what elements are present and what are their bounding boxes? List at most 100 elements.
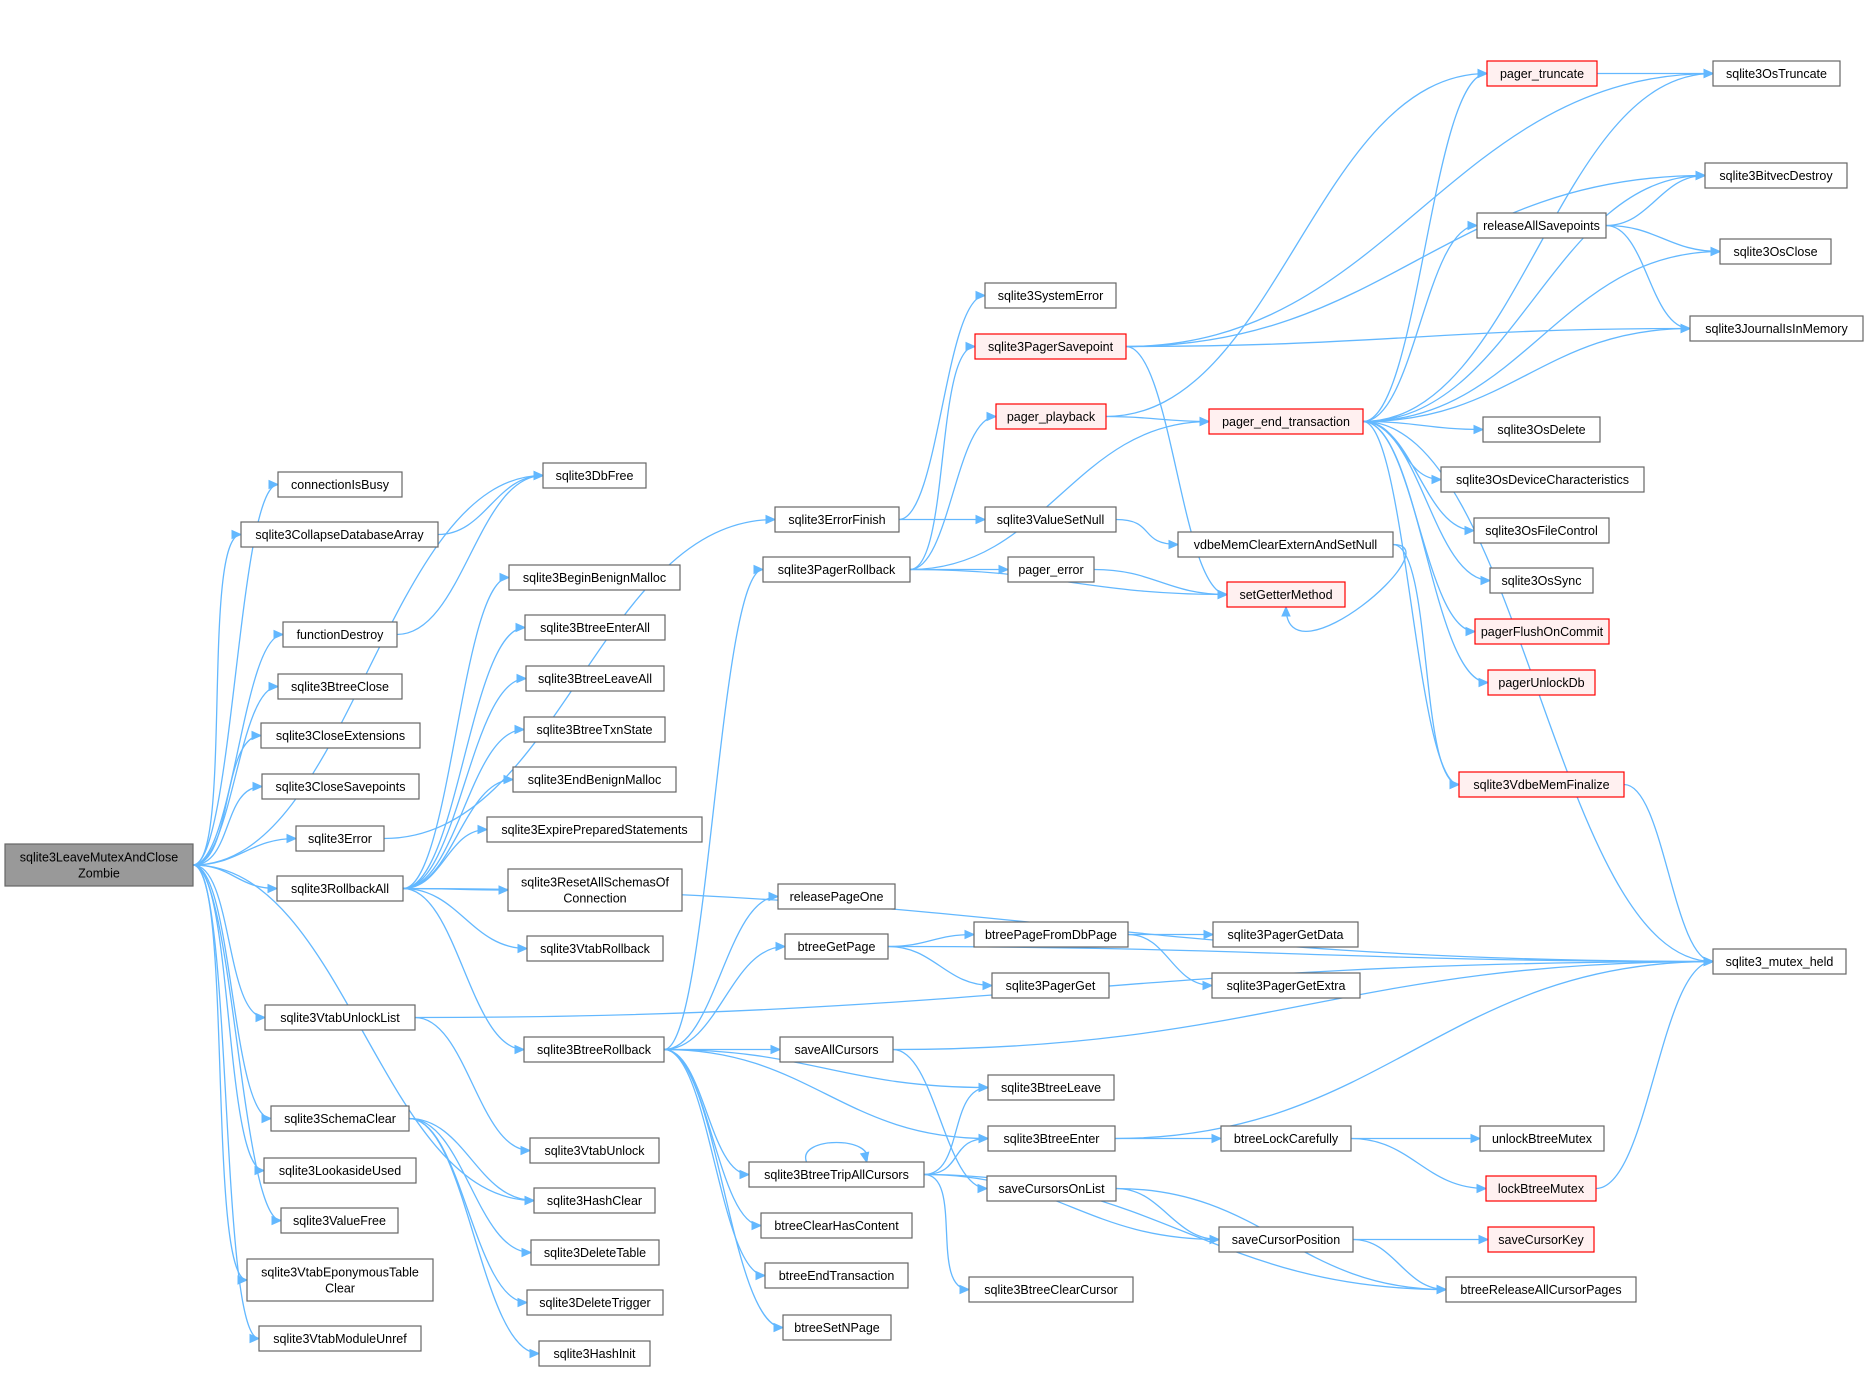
node-btree-release-all-cursor-pages[interactable]: btreeReleaseAllCursorPages [1445, 1276, 1637, 1303]
node-sqlite3-schema-clear[interactable]: sqlite3SchemaClear [270, 1105, 410, 1132]
node-btree-end-transaction[interactable]: btreeEndTransaction [764, 1262, 909, 1289]
node-sqlite3-close-extensions[interactable]: sqlite3CloseExtensions [260, 722, 421, 749]
node-btree-clear-has-content[interactable]: btreeClearHasContent [760, 1212, 913, 1239]
node-release-all-savepoints[interactable]: releaseAllSavepoints [1476, 212, 1607, 239]
node-sqlite3-error[interactable]: sqlite3Error [295, 825, 385, 852]
call-edge-root-to-sqlite3-lookaside-used [192, 864, 266, 1176]
node-sqlite3-collapse-database-array[interactable]: sqlite3CollapseDatabaseArray [240, 521, 439, 548]
node-sqlite3-error-finish[interactable]: sqlite3ErrorFinish [774, 506, 900, 533]
node-sqlite3-hash-init[interactable]: sqlite3HashInit [538, 1340, 651, 1367]
node-label: saveCursorPosition [1232, 1233, 1340, 1247]
node-sqlite3-db-free[interactable]: sqlite3DbFree [542, 462, 647, 489]
node-sqlite3-end-benign-malloc[interactable]: sqlite3EndBenignMalloc [512, 766, 677, 793]
node-sqlite3-btree-enter-all[interactable]: sqlite3BtreeEnterAll [524, 614, 666, 641]
node-lock-btree-mutex[interactable]: lockBtreeMutex [1485, 1175, 1597, 1202]
node-vdbe-mem-clear-extern-and-set-null[interactable]: vdbeMemClearExternAndSetNull [1177, 531, 1394, 558]
node-sqlite3-pager-get[interactable]: sqlite3PagerGet [991, 972, 1110, 999]
node-sqlite3-vtab-module-unref[interactable]: sqlite3VtabModuleUnref [258, 1325, 422, 1352]
node-sqlite3-btree-leave-all[interactable]: sqlite3BtreeLeaveAll [525, 665, 665, 692]
node-label: sqlite3SystemError [998, 289, 1104, 303]
node-sqlite3-value-free[interactable]: sqlite3ValueFree [280, 1207, 399, 1234]
call-edge-sqlite3-rollback-all-to-sqlite3-vtab-rollback [402, 887, 529, 954]
call-edge-release-all-savepoints-to-sqlite3-journal-is-in-memory [1605, 224, 1692, 334]
node-sqlite3-os-device-characteristics[interactable]: sqlite3OsDeviceCharacteristics [1440, 466, 1645, 493]
node-function-destroy[interactable]: functionDestroy [282, 621, 398, 648]
node-sqlite3-delete-table[interactable]: sqlite3DeleteTable [530, 1239, 660, 1266]
call-edge-sqlite3-schema-clear-to-sqlite3-hash-init [408, 1117, 541, 1359]
node-pager-unlock-db[interactable]: pagerUnlockDb [1487, 669, 1596, 696]
node-sqlite3-vtab-unlock-list[interactable]: sqlite3VtabUnlockList [264, 1004, 416, 1031]
node-label: sqlite3BtreeTripAllCursors [764, 1168, 909, 1182]
node-label: btreeEndTransaction [779, 1269, 895, 1283]
node-sqlite3-pager-get-data[interactable]: sqlite3PagerGetData [1212, 921, 1359, 948]
node-sqlite3-journal-is-in-memory[interactable]: sqlite3JournalIsInMemory [1689, 315, 1864, 342]
node-pager-playback[interactable]: pager_playback [995, 403, 1107, 430]
node-sqlite3-os-delete[interactable]: sqlite3OsDelete [1482, 416, 1601, 443]
node-pager-end-transaction[interactable]: pager_end_transaction [1208, 408, 1364, 435]
node-unlock-btree-mutex[interactable]: unlockBtreeMutex [1479, 1125, 1605, 1152]
node-save-cursors-on-list[interactable]: saveCursorsOnList [986, 1175, 1117, 1202]
node-connection-is-busy[interactable]: connectionIsBusy [277, 471, 403, 498]
node-sqlite3-pager-get-extra[interactable]: sqlite3PagerGetExtra [1211, 972, 1361, 999]
node-sqlite3-system-error[interactable]: sqlite3SystemError [984, 282, 1117, 309]
arrowhead-icon [286, 833, 298, 844]
node-sqlite3-os-sync[interactable]: sqlite3OsSync [1489, 567, 1594, 594]
arrowhead-icon [1449, 779, 1461, 790]
arrowhead-icon [965, 341, 977, 352]
node-sqlite3-lookaside-used[interactable]: sqlite3LookasideUsed [263, 1157, 417, 1184]
node-pager-flush-on-commit[interactable]: pagerFlushOnCommit [1474, 618, 1610, 645]
node-sqlite3-vtab-unlock[interactable]: sqlite3VtabUnlock [529, 1137, 660, 1164]
node-sqlite3-expire-prepared-statements[interactable]: sqlite3ExpirePreparedStatements [486, 816, 703, 843]
node-sqlite3-os-close[interactable]: sqlite3OsClose [1719, 238, 1832, 265]
node-sqlite3-begin-benign-malloc[interactable]: sqlite3BeginBenignMalloc [508, 564, 681, 591]
node-sqlite3-bitvec-destroy[interactable]: sqlite3BitvecDestroy [1704, 162, 1848, 189]
node-sqlite3-btree-clear-cursor[interactable]: sqlite3BtreeClearCursor [968, 1276, 1134, 1303]
node-sqlite3-os-file-control[interactable]: sqlite3OsFileControl [1473, 517, 1610, 544]
call-edge-root-to-sqlite3-vtab-unlock-list [192, 864, 267, 1023]
node-sqlite3-rollback-all[interactable]: sqlite3RollbackAll [276, 875, 404, 902]
node-sqlite3-btree-trip-all-cursors[interactable]: sqlite3BtreeTripAllCursors [748, 1161, 925, 1188]
node-sqlite3-os-truncate[interactable]: sqlite3OsTruncate [1712, 60, 1841, 87]
call-edge-sqlite3-btree-rollback-to-btree-set-npage [663, 1048, 785, 1333]
node-label: sqlite3PagerSavepoint [988, 340, 1114, 354]
node-btree-set-npage[interactable]: btreeSetNPage [782, 1314, 892, 1341]
node-sqlite3-btree-close[interactable]: sqlite3BtreeClose [277, 673, 403, 700]
node-set-getter-method[interactable]: setGetterMethod [1226, 581, 1346, 608]
node-pager-truncate[interactable]: pager_truncate [1486, 60, 1598, 87]
node-sqlite3-pager-savepoint[interactable]: sqlite3PagerSavepoint [974, 333, 1127, 360]
node-sqlite3-vdbe-mem-finalize[interactable]: sqlite3VdbeMemFinalize [1458, 771, 1625, 798]
node-sqlite3-btree-leave[interactable]: sqlite3BtreeLeave [987, 1074, 1115, 1101]
node-save-cursor-key[interactable]: saveCursorKey [1487, 1226, 1595, 1253]
node-sqlite3-mutex-held[interactable]: sqlite3_mutex_held [1712, 948, 1847, 975]
node-sqlite3-delete-trigger[interactable]: sqlite3DeleteTrigger [526, 1289, 664, 1316]
node-sqlite3-vtab-rollback[interactable]: sqlite3VtabRollback [526, 935, 664, 962]
node-save-cursor-position[interactable]: saveCursorPosition [1218, 1226, 1354, 1253]
arrowhead-icon [1209, 1234, 1221, 1245]
call-edge-root-to-sqlite3-value-free [192, 864, 283, 1226]
node-btree-page-from-db-page[interactable]: btreePageFromDbPage [973, 921, 1129, 948]
arrowhead-icon [859, 1151, 870, 1164]
node-sqlite3-btree-enter[interactable]: sqlite3BtreeEnter [987, 1125, 1116, 1152]
node-sqlite3-pager-rollback[interactable]: sqlite3PagerRollback [762, 556, 911, 583]
node-sqlite3-value-set-null[interactable]: sqlite3ValueSetNull [984, 506, 1117, 533]
arrowhead-icon [982, 980, 994, 991]
arrowhead-icon [1477, 68, 1489, 79]
node-sqlite3-close-savepoints[interactable]: sqlite3CloseSavepoints [261, 773, 420, 800]
node-pager-error[interactable]: pager_error [1007, 556, 1095, 583]
arrowhead-icon [516, 673, 528, 684]
node-label: sqlite3RollbackAll [291, 882, 389, 896]
node-sqlite3-btree-rollback[interactable]: sqlite3BtreeRollback [523, 1036, 665, 1063]
node-sqlite3-btree-txn-state[interactable]: sqlite3BtreeTxnState [523, 716, 666, 743]
node-label: releasePageOne [790, 890, 884, 904]
call-edge-sqlite3-btree-trip-all-cursors-to-sqlite3-btree-enter [923, 1133, 990, 1176]
call-edge-sqlite3-vdbe-mem-finalize-to-sqlite3-mutex-held [1623, 783, 1715, 967]
node-sqlite3-hash-clear[interactable]: sqlite3HashClear [533, 1187, 656, 1214]
call-edge-sqlite3-schema-clear-to-sqlite3-hash-clear [408, 1117, 536, 1206]
node-save-all-cursors[interactable]: saveAllCursors [779, 1036, 894, 1063]
node-btree-lock-carefully[interactable]: btreeLockCarefully [1220, 1125, 1352, 1152]
node-btree-get-page[interactable]: btreeGetPage [784, 933, 889, 960]
node-release-page-one[interactable]: releasePageOne [777, 883, 896, 910]
